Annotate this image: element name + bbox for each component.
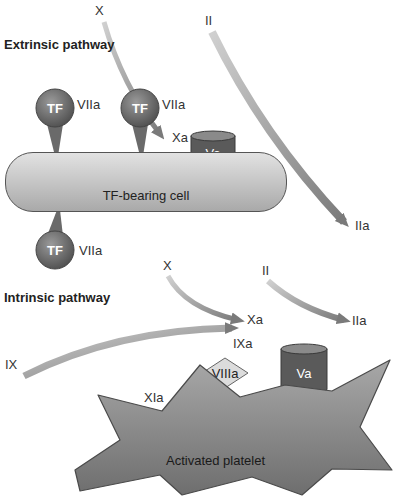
factor-label: IIa <box>352 313 366 328</box>
tissue-factor: TF <box>35 230 75 270</box>
factor-label: IXa <box>233 336 253 351</box>
factor-label: IX <box>5 357 17 372</box>
tissue-factor: TF <box>120 88 160 128</box>
factor-label: Xa <box>247 312 263 327</box>
section-heading: Extrinsic pathway <box>4 37 115 52</box>
activated-platelet: Activated platelet <box>70 355 395 498</box>
activation-arrow <box>168 276 238 320</box>
tissue-factor: TF <box>35 88 75 128</box>
node-text: TF <box>132 101 148 116</box>
node-text: Activated platelet <box>166 453 265 468</box>
node-text: TF <box>47 243 63 258</box>
factor-label: X <box>95 3 104 18</box>
node-text: TF-bearing cell <box>103 188 190 203</box>
activation-arrow <box>268 281 344 320</box>
node-text: TF <box>47 101 63 116</box>
section-heading: Intrinsic pathway <box>4 290 110 305</box>
node-text: Va <box>297 366 312 381</box>
factor-label: II <box>262 263 269 278</box>
factor-label: X <box>163 258 172 273</box>
factor-label: VIIa <box>77 97 100 112</box>
platelet-shape <box>70 355 395 498</box>
factor-label: VIIa <box>162 97 185 112</box>
factor-label: II <box>205 13 212 28</box>
factor-label: XIa <box>144 390 164 405</box>
tf-bearing-cell: TF-bearing cell <box>5 152 287 212</box>
factor-label: IIa <box>355 218 369 233</box>
factor-label: VIIa <box>79 243 102 258</box>
factor-label: Xa <box>172 130 188 145</box>
